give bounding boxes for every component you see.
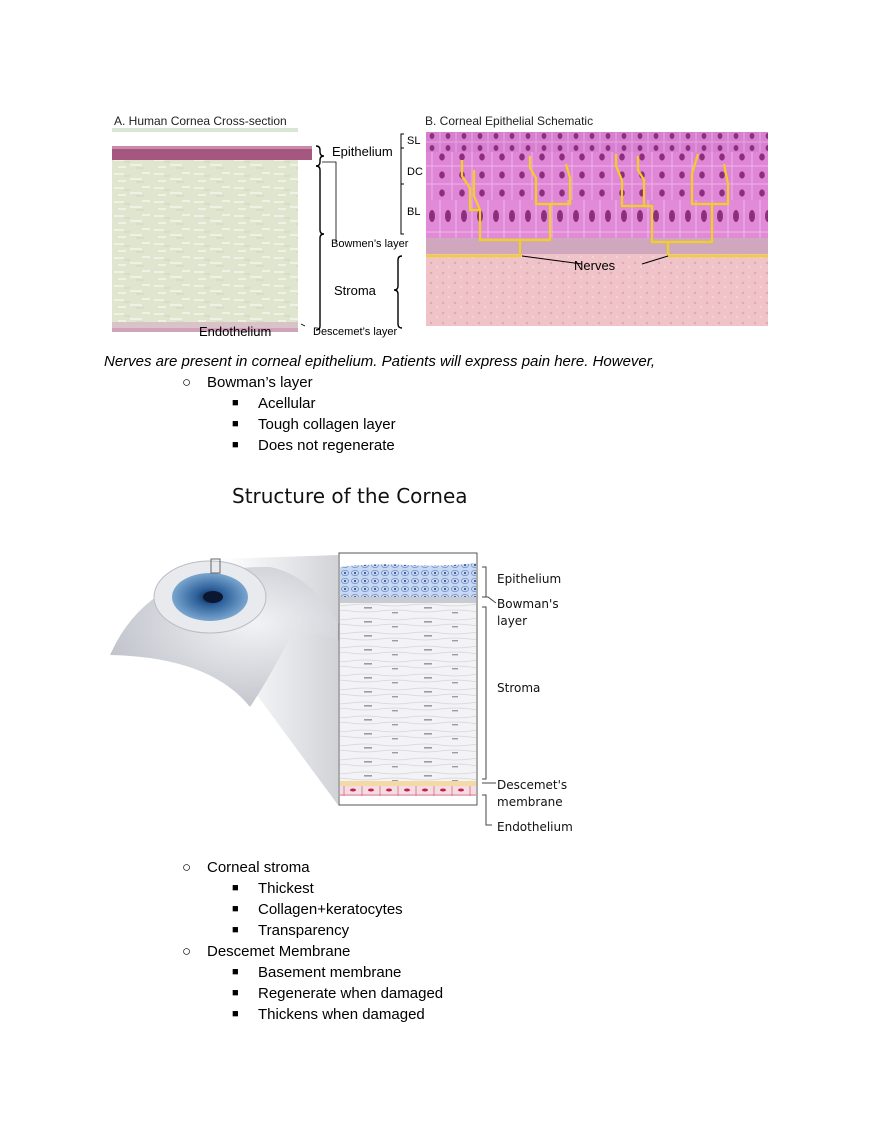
square-bullet: ■ (232, 397, 239, 409)
endothelium-label: Endothelium (497, 820, 573, 834)
stroma-bracket (393, 255, 403, 329)
sub-list-item-label: Thickest (258, 880, 314, 897)
descemets-label-line1: Descemet's (497, 778, 568, 792)
list-item-label: Bowman’s layer (207, 374, 313, 391)
list-item-label: Descemet Membrane (207, 943, 351, 960)
sl-label: SL (407, 135, 421, 147)
bl-label: BL (407, 206, 421, 218)
square-bullet: ■ (232, 903, 239, 915)
list-item: ○ Bowman’s layer (182, 374, 313, 391)
sub-list-item-label: Collagen+keratocytes (258, 901, 403, 918)
sub-list-item-label: Acellular (258, 395, 316, 412)
sub-list-item-label: Basement membrane (258, 964, 402, 981)
bowmans-layer-label: Bowmen’s layer (331, 238, 409, 250)
sub-list-item-label: Does not regenerate (258, 437, 395, 454)
figure-a-title: A. Human Cornea Cross-section (114, 114, 287, 128)
sub-list-item-label: Thickens when damaged (258, 1006, 425, 1023)
bowmans-label-line2: layer (497, 614, 528, 628)
list-item: ○ Descemet Membrane (182, 943, 350, 960)
nerves-label: Nerves (574, 258, 616, 273)
list-item-label: Corneal stroma (207, 859, 310, 876)
epithelial-schematic-image (400, 132, 768, 326)
figure-a-brackets (300, 145, 337, 331)
figure-c-title: Structure of the Cornea (232, 484, 468, 508)
stroma-label: Stroma (334, 283, 376, 298)
square-bullet: ■ (232, 966, 239, 978)
epithelium-label: Epithelium (497, 572, 562, 586)
stroma-label: Stroma (497, 681, 541, 695)
figure-caption: Nerves are present in corneal epithelium… (104, 353, 656, 370)
sub-list-item-label: Tough collagen layer (258, 416, 396, 433)
list-item: ○ Corneal stroma (182, 859, 310, 876)
square-bullet: ■ (232, 439, 239, 451)
square-bullet: ■ (232, 1008, 239, 1020)
dc-label: DC (407, 166, 423, 178)
epithelium-label: Epithelium (332, 144, 393, 159)
sub-list-item-label: Regenerate when damaged (258, 985, 444, 1002)
descemets-layer-label: Descemet’s layer (313, 326, 398, 338)
square-bullet: ■ (232, 987, 239, 999)
square-bullet: ■ (232, 924, 239, 936)
descemets-label-line2: membrane (497, 795, 563, 809)
bowmans-label-line1: Bowman's (497, 597, 559, 611)
sub-list-item-label: Transparency (258, 922, 350, 939)
hollow-circle-bullet: ○ (182, 943, 192, 960)
hollow-circle-bullet: ○ (182, 374, 192, 391)
figure-b-title: B. Corneal Epithelial Schematic (425, 114, 594, 128)
epithelium-band (112, 146, 312, 160)
endothelium-label: Endothelium (199, 324, 272, 339)
square-bullet: ■ (232, 418, 239, 430)
square-bullet: ■ (232, 882, 239, 894)
hollow-circle-bullet: ○ (182, 859, 192, 876)
cornea-structure-diagram (110, 552, 497, 826)
